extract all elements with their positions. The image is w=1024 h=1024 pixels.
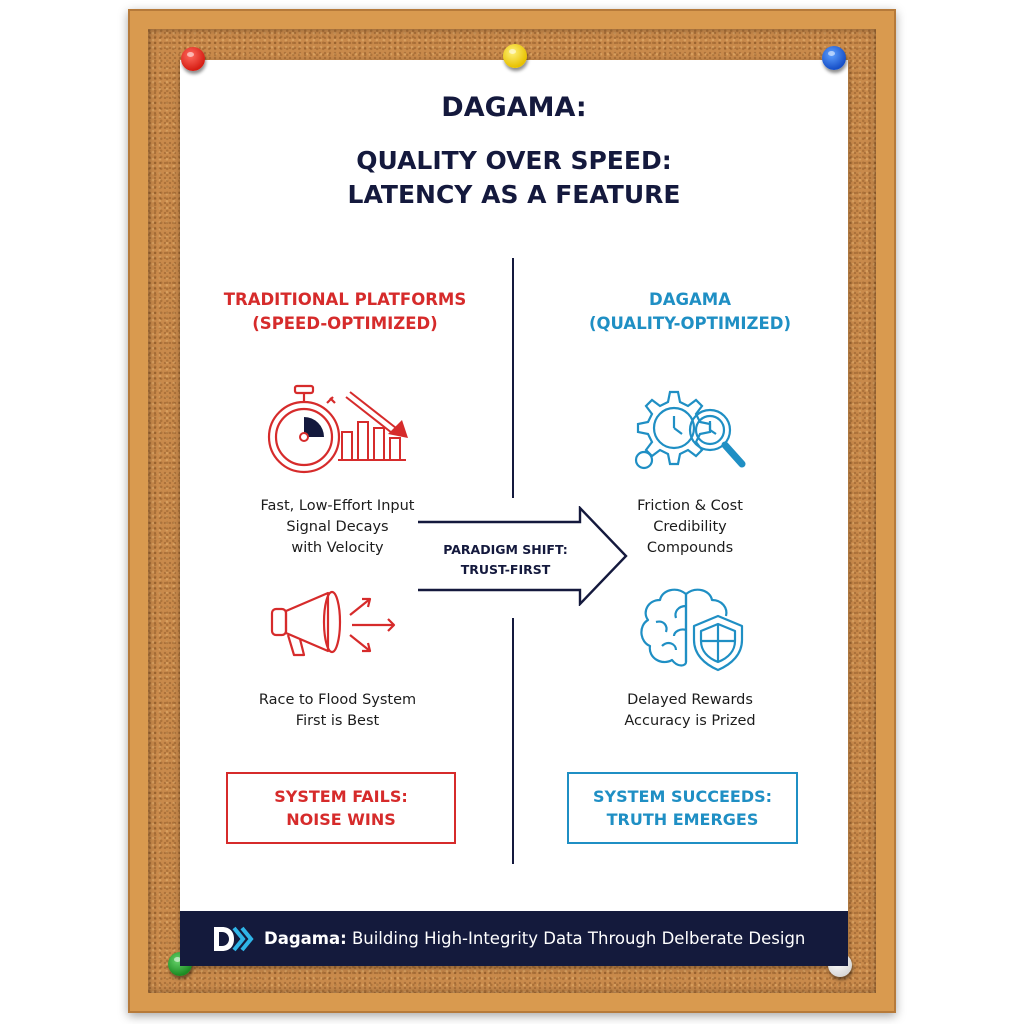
right-heading-line-2: (QUALITY-OPTIMIZED) (588, 314, 792, 333)
system-succeeds-box: SYSTEM SUCCEEDS: TRUTH EMERGES (567, 772, 798, 844)
success-box-line-2: TRUTH EMERGES (606, 810, 759, 829)
brain-shield-icon (640, 588, 744, 672)
bar-trend-down-icon (338, 391, 408, 461)
right-point-2: Delayed Rewards Accuracy is Prized (570, 690, 810, 732)
megaphone-icon (270, 590, 396, 657)
gear-clock-magnifier-icon (634, 390, 746, 470)
shift-label-line-2: TRUST-FIRST (460, 562, 551, 577)
subtitle-line-2: LATENCY AS A FEATURE (347, 180, 681, 209)
dagama-logo-icon (214, 926, 254, 951)
right-point-1-line-3: Compounds (646, 540, 734, 556)
traditional-platforms-heading: TRADITIONAL PLATFORMS (SPEED-OPTIMIZED) (190, 288, 500, 336)
fail-box-line-1: SYSTEM FAILS: (274, 787, 408, 806)
poster-title: DAGAMA: (441, 92, 587, 123)
paradigm-shift-arrow-icon (418, 506, 628, 606)
left-point-1-line-1: Fast, Low-Effort Input (260, 498, 415, 514)
left-point-1: Fast, Low-Effort Input Signal Decays wit… (220, 496, 455, 559)
left-point-1-line-3: with Velocity (291, 540, 384, 556)
footer-banner: Dagama: Building High-Integrity Data Thr… (180, 911, 848, 966)
fail-box-line-2: NOISE WINS (286, 810, 396, 829)
poster-subtitle: QUALITY OVER SPEED: LATENCY AS A FEATURE (180, 144, 848, 212)
system-fails-box: SYSTEM FAILS: NOISE WINS (226, 772, 456, 844)
success-box-line-1: SYSTEM SUCCEEDS: (592, 787, 773, 806)
left-heading-line-2: (SPEED-OPTIMIZED) (252, 314, 438, 333)
right-point-1: Friction & Cost Credibility Compounds (570, 496, 810, 559)
column-divider-bottom (512, 618, 514, 864)
shift-label-line-1: PARADIGM SHIFT: (443, 542, 568, 557)
blue-pushpin-icon (822, 46, 846, 70)
stopwatch-icon (267, 384, 341, 474)
right-point-1-line-2: Credibility (653, 519, 727, 535)
left-heading-line-1: TRADITIONAL PLATFORMS (223, 290, 467, 309)
left-point-2-line-2: First is Best (295, 713, 380, 729)
right-point-2-line-1: Delayed Rewards (627, 692, 753, 708)
footer-text: Building High-Integrity Data Through Del… (346, 929, 806, 948)
dagama-heading: DAGAMA (QUALITY-OPTIMIZED) (535, 288, 845, 336)
column-divider-top (512, 258, 514, 498)
right-point-2-line-2: Accuracy is Prized (624, 713, 756, 729)
left-point-2-line-1: Race to Flood System (258, 692, 417, 708)
paradigm-shift-label: PARADIGM SHIFT: TRUST-FIRST (428, 540, 583, 580)
footer-tagline: Dagama: Building High-Integrity Data Thr… (264, 929, 805, 948)
yellow-pushpin-icon (503, 44, 527, 68)
footer-brand: Dagama: (264, 929, 347, 948)
red-pushpin-icon (181, 47, 205, 71)
subtitle-line-1: QUALITY OVER SPEED: (356, 146, 672, 175)
left-point-1-line-2: Signal Decays (286, 519, 389, 535)
left-point-2: Race to Flood System First is Best (220, 690, 455, 732)
right-heading-line-1: DAGAMA (649, 290, 731, 309)
right-point-1-line-1: Friction & Cost (637, 498, 743, 514)
